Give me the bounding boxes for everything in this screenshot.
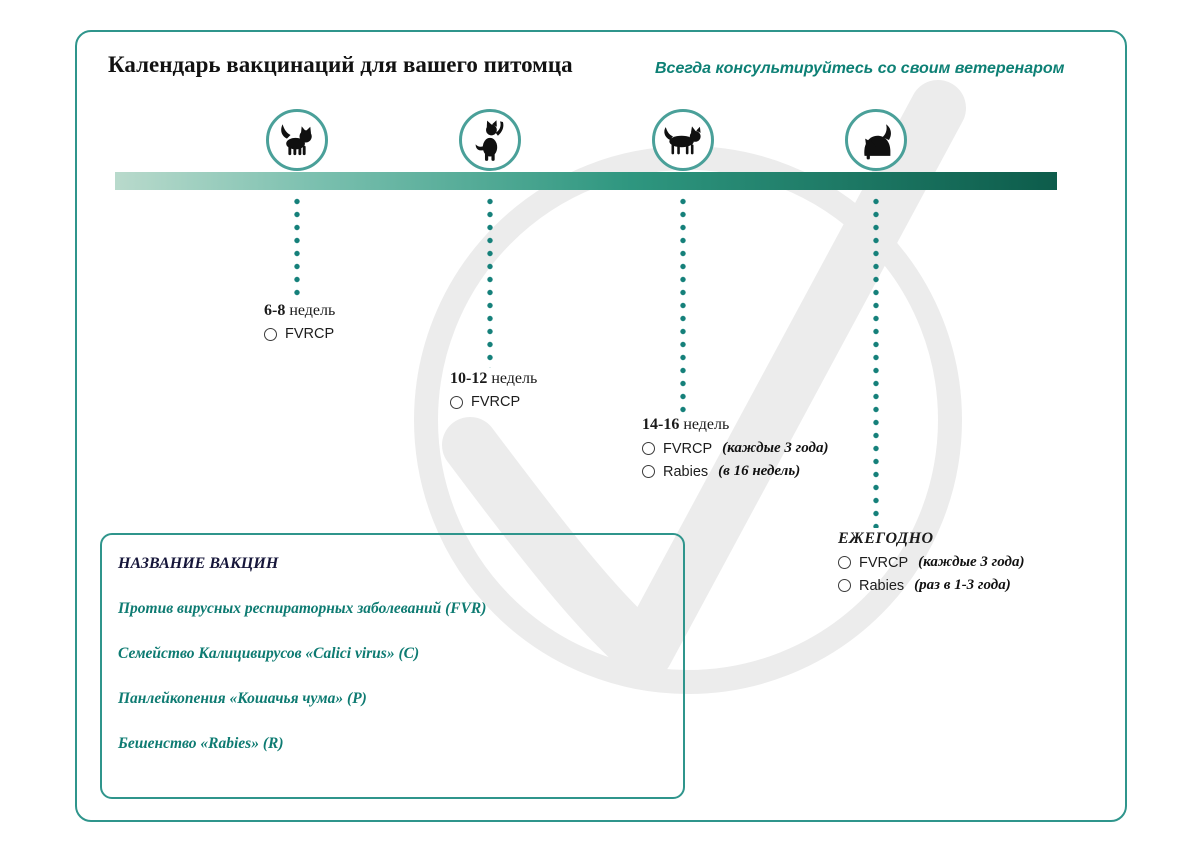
vaccine-note: (раз в 1-3 года) (914, 577, 1011, 593)
vaccine-name: FVRCP (663, 440, 713, 457)
vaccine-bullet-icon (838, 556, 851, 569)
vaccine-name: FVRCP (285, 326, 335, 342)
vaccine-name: Rabies (663, 463, 709, 480)
vaccine-name: FVRCP (859, 554, 909, 571)
timeline-dotted-connector-2 (487, 198, 493, 368)
milestone-circle-1 (266, 109, 328, 171)
milestone-age-value: 6-8 (264, 302, 286, 319)
vaccine-row: Rabies (раз в 1-3 года) (838, 577, 1024, 594)
milestone-age-3: 14-16 недель (642, 416, 828, 434)
vaccine-bullet-icon (450, 395, 463, 409)
timeline-bar (115, 172, 1057, 190)
milestone-age-unit: недель (683, 416, 730, 433)
milestone-age-4: ЕЖЕГОДНО (838, 530, 1024, 548)
vaccine-note: (каждые 3 года) (722, 440, 829, 456)
vaccine-note: (в 16 недель) (718, 463, 801, 479)
grooming-cat-icon (864, 124, 891, 160)
vaccine-name: Rabies (859, 577, 905, 594)
vaccine-row: FVRCP (каждые 3 года) (642, 440, 828, 457)
vaccine-bullet-icon (264, 327, 277, 341)
vaccine-bullet-icon (642, 442, 655, 455)
milestone-label-1: 6-8 недель FVRCP (264, 302, 335, 342)
vaccine-row: FVRCP (450, 394, 537, 410)
milestone-age-value: 14-16 (642, 416, 680, 433)
milestone-age-1: 6-8 недель (264, 302, 335, 320)
legend-item-panleukopenia: Панлейкопения «Кошачья чума» (P) (118, 690, 367, 707)
milestone-age-unit: недель (491, 370, 538, 387)
timeline-dotted-connector-1 (294, 198, 300, 302)
milestone-label-4: ЕЖЕГОДНО FVRCP (каждые 3 года) Rabies (р… (838, 530, 1024, 594)
legend-box: НАЗВАНИЕ ВАКЦИН Против вирусных респират… (100, 533, 685, 799)
vaccine-row: FVRCP (каждые 3 года) (838, 554, 1024, 571)
milestone-circle-3 (652, 109, 714, 171)
legend-item-rabies: Бешенство «Rabies» (R) (118, 735, 284, 752)
vaccine-row: Rabies (в 16 недель) (642, 463, 828, 480)
milestone-age-2: 10-12 недель (450, 370, 537, 388)
milestone-age-value: 10-12 (450, 370, 488, 387)
milestone-label-2: 10-12 недель FVRCP (450, 370, 537, 410)
vaccine-bullet-icon (642, 465, 655, 478)
timeline-dotted-connector-4 (873, 198, 879, 528)
legend-title: НАЗВАНИЕ ВАКЦИН (118, 555, 279, 572)
page-subtitle: Всегда консультируйтесь со своим ветерен… (655, 60, 1065, 77)
vaccine-bullet-icon (838, 579, 851, 592)
walking-cat-icon (664, 126, 701, 155)
vaccine-row: FVRCP (264, 326, 335, 342)
milestone-label-3: 14-16 недель FVRCP (каждые 3 года) Rabie… (642, 416, 828, 480)
vaccine-note: (каждые 3 года) (918, 554, 1025, 570)
milestone-circle-4 (845, 109, 907, 171)
kitten-icon (281, 124, 312, 156)
jumping-cat-icon (475, 120, 504, 161)
milestone-circle-2 (459, 109, 521, 171)
milestone-age-unit: недель (289, 302, 336, 319)
page-title: Календарь вакцинаций для вашего питомца (108, 52, 573, 77)
milestone-age-value: ЕЖЕГОДНО (838, 530, 934, 547)
legend-item-calici: Семейство Калицивирусов «Calici virus» (… (118, 645, 420, 662)
vaccine-name: FVRCP (471, 394, 521, 410)
timeline-dotted-connector-3 (680, 198, 686, 414)
legend-item-fvr: Против вирусных респираторных заболевани… (118, 600, 487, 617)
